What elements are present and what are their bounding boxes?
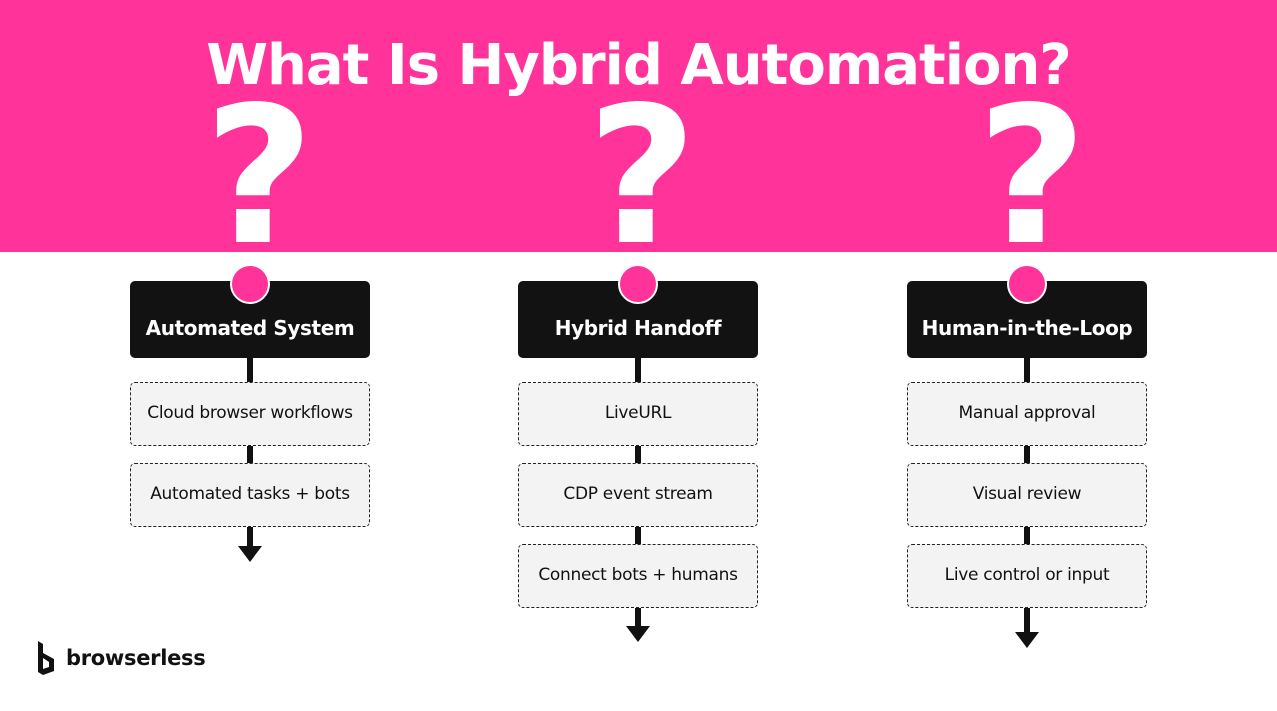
connector-dot [230, 264, 270, 304]
step-box: Live control or input [907, 544, 1147, 608]
step-box: Cloud browser workflows [130, 382, 370, 446]
page-title: What Is Hybrid Automation? [206, 33, 1072, 98]
browserless-logo: browserless [36, 638, 206, 678]
question-mark-icon: ? [203, 66, 315, 287]
step-box: Automated tasks + bots [130, 463, 370, 527]
column-automated-system: Automated System Cloud browser workflows… [130, 0, 370, 711]
arrow-down-icon [238, 546, 262, 562]
step-box: Manual approval [907, 382, 1147, 446]
question-mark-icon: ? [586, 66, 698, 287]
flow-connector [247, 357, 253, 547]
question-mark-icon: ? [976, 66, 1088, 287]
step-box: CDP event stream [518, 463, 758, 527]
column-hybrid-handoff: Hybrid Handoff LiveURL CDP event stream … [518, 0, 758, 711]
browserless-logo-icon [38, 641, 54, 675]
column-human-in-the-loop: Human-in-the-Loop Manual approval Visual… [907, 0, 1147, 711]
step-box: Visual review [907, 463, 1147, 527]
arrow-down-icon [626, 626, 650, 642]
arrow-down-icon [1015, 632, 1039, 648]
logo-text: browserless [66, 646, 206, 670]
step-box: LiveURL [518, 382, 758, 446]
connector-dot [1007, 264, 1047, 304]
connector-dot [618, 264, 658, 304]
step-box: Connect bots + humans [518, 544, 758, 608]
pink-banner [0, 0, 1277, 252]
